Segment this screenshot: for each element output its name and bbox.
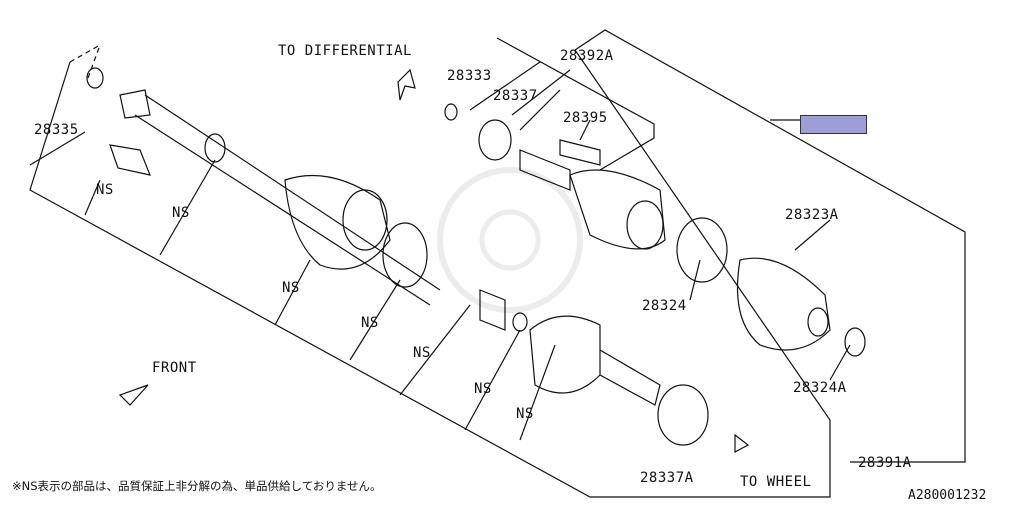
band-shape (382, 222, 428, 288)
part-28333[interactable]: 28333 (447, 68, 492, 84)
inner-boot-shape (284, 174, 391, 270)
to-wheel-arrow (734, 433, 750, 454)
part-28323A[interactable]: 28323A (785, 207, 839, 223)
band-28324A-shape (844, 327, 866, 357)
to-differential-arrow (397, 68, 416, 101)
part-28395[interactable]: 28395 (563, 110, 608, 126)
seal-28337A-shape (657, 384, 709, 446)
circlip-28335-shape (86, 67, 104, 89)
ns-label: NS (474, 381, 492, 397)
spline-end-shape (119, 89, 151, 119)
part-28324A[interactable]: 28324A (793, 380, 847, 396)
diagram-code: A280001232 (908, 488, 987, 503)
outer-frame-line (29, 49, 831, 498)
ns-label: NS (516, 406, 534, 422)
watermark-emblem (437, 167, 583, 313)
assembly-frame-line (574, 29, 966, 463)
outer-race-shape (569, 169, 666, 250)
outer-joint-shape (529, 315, 601, 394)
part-28392A[interactable]: 28392A (560, 48, 614, 64)
part-28391A[interactable]: 28391A (858, 455, 912, 471)
ns-label: NS (172, 205, 190, 221)
band-28324-shape (676, 217, 728, 283)
part-28324[interactable]: 28324 (642, 298, 687, 314)
ns-label: NS (96, 182, 114, 198)
selected-part-highlight[interactable] (800, 115, 867, 134)
small-sleeve-shape (109, 144, 151, 176)
ns-footnote: ※NS表示の部品は、品質保証上非分解の為、単品供給しておりません。 (12, 479, 382, 493)
seal-28337-shape (478, 119, 512, 161)
outer-boot-shape (736, 257, 831, 351)
part-28337[interactable]: 28337 (493, 88, 538, 104)
circlip-shape (512, 312, 528, 332)
inner-frame-line (496, 37, 655, 171)
to-wheel-label: TO WHEEL (740, 474, 812, 490)
to-differential-label: TO DIFFERENTIAL (278, 43, 412, 59)
ns-label: NS (413, 345, 431, 361)
front-arrow (118, 384, 149, 406)
front-label: FRONT (152, 360, 197, 376)
ns-label: NS (361, 315, 379, 331)
ns-label: NS (282, 280, 300, 296)
part-28337A[interactable]: 28337A (640, 470, 694, 486)
part-28335[interactable]: 28335 (34, 122, 79, 138)
